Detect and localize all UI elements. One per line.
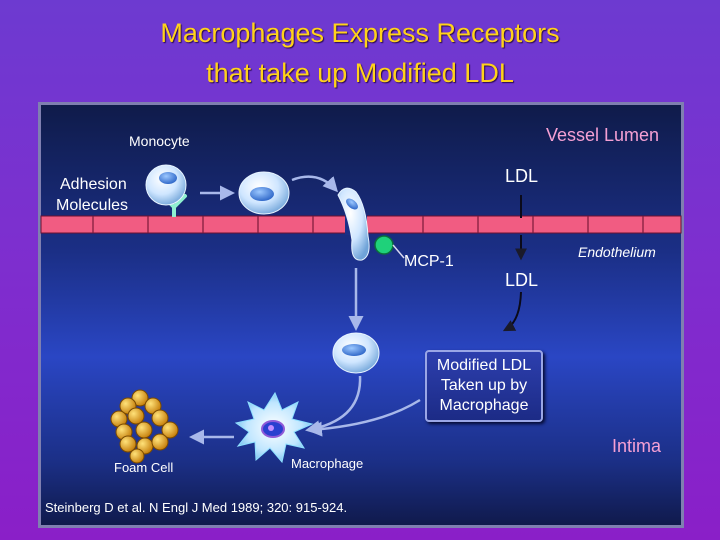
- foam-cell-icon: [110, 389, 179, 464]
- mcp1-label: MCP-1: [404, 253, 454, 270]
- monocyte-label: Monocyte: [129, 133, 190, 149]
- modified-ldl-line3: Macrophage: [439, 397, 529, 414]
- slide-title-line1: Macrophages Express Receptors: [160, 18, 560, 48]
- monocyte-rolling-cell-icon: [238, 171, 290, 215]
- arrow-rolling-to-migrating: [291, 175, 339, 193]
- intima-monocyte-icon: [332, 332, 380, 374]
- ldl-lumen-label: LDL: [505, 166, 539, 186]
- arrow-ldl-modification: [502, 291, 522, 332]
- monocyte-cell-icon: [145, 164, 187, 206]
- foam-cell-label: Foam Cell: [114, 460, 174, 475]
- arrow-uptake-to-macrophage: [307, 398, 421, 437]
- slide-title-line2: that take up Modified LDL: [206, 58, 514, 88]
- arrow-monocyte-to-macrophage: [305, 375, 362, 436]
- adhesion-label-line1: Adhesion: [60, 176, 127, 193]
- intima-label: Intima: [612, 436, 662, 456]
- macrophage-icon: [234, 391, 314, 464]
- citation: Steinberg D et al. N Engl J Med 1989; 32…: [45, 500, 348, 515]
- adhesion-label-line2: Molecules: [56, 197, 129, 214]
- diagram-panel: [38, 102, 684, 528]
- modified-ldl-line2: Taken up by: [440, 377, 528, 394]
- modified-ldl-line1: Modified LDL: [436, 357, 532, 374]
- endothelium-label: Endothelium: [578, 244, 656, 260]
- mcp1-molecule-icon: [374, 235, 405, 259]
- ldl-intima-label: LDL: [505, 270, 539, 290]
- vessel-lumen-label: Vessel Lumen: [546, 125, 660, 145]
- modified-ldl-box: Modified LDL Taken up by Macrophage: [425, 350, 543, 422]
- migrating-monocyte-icon: [337, 187, 370, 261]
- macrophage-label: Macrophage: [291, 456, 364, 471]
